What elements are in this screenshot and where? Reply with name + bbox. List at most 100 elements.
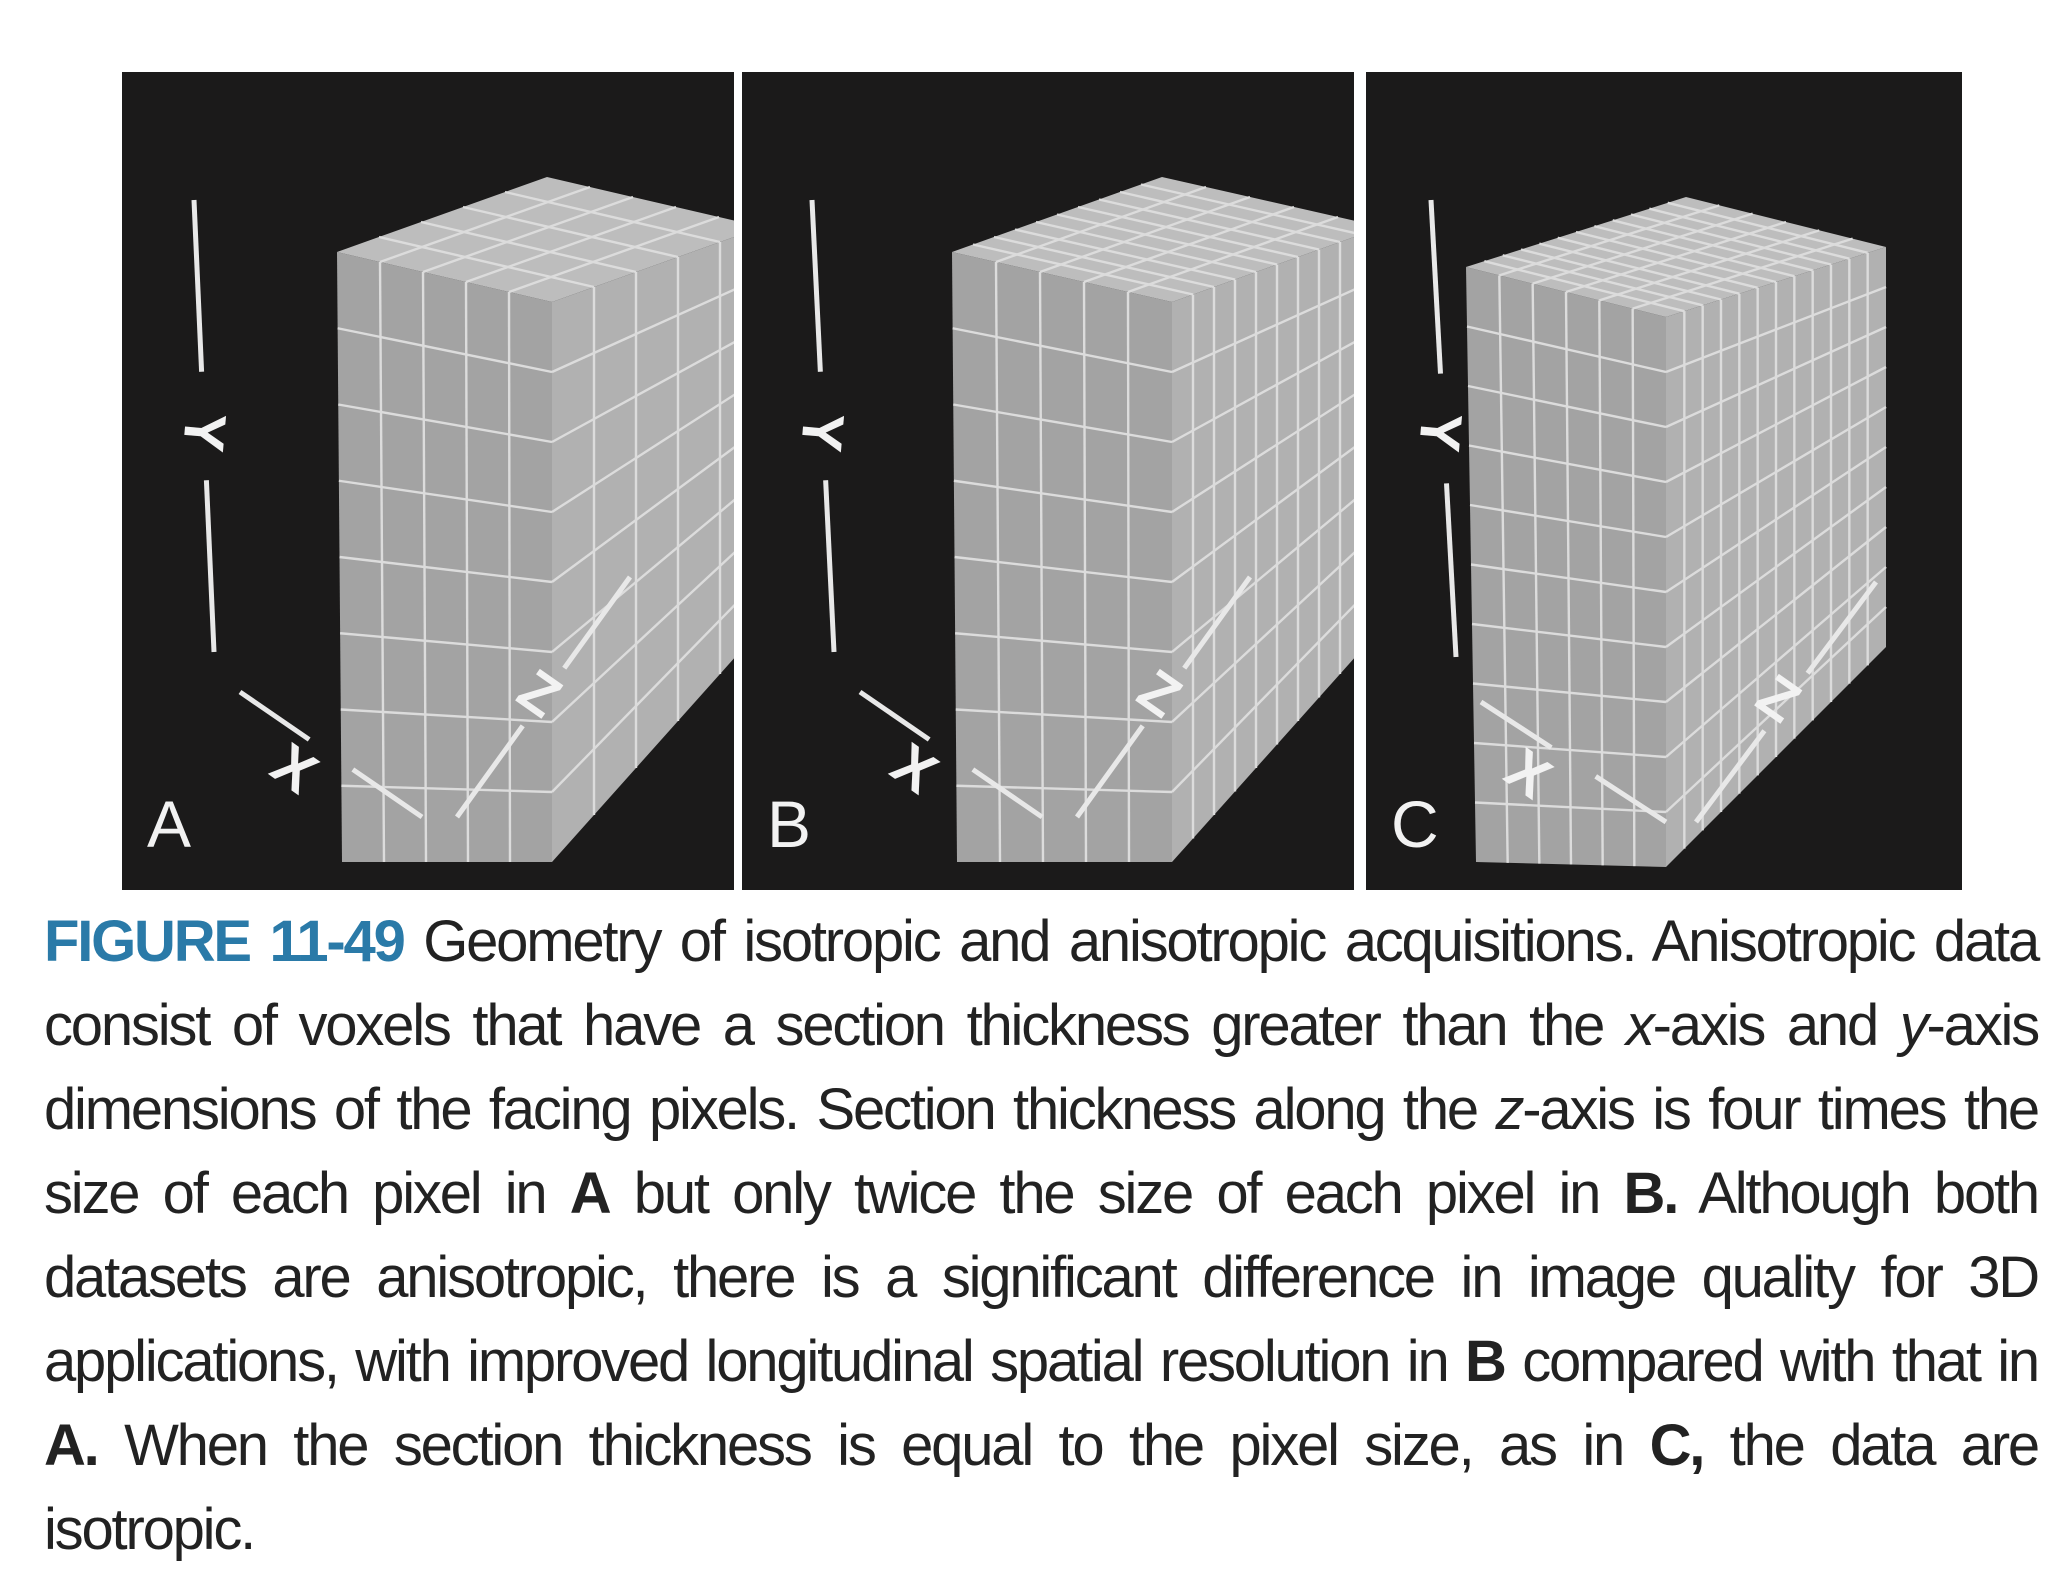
top-grid-line: [1539, 242, 1740, 295]
top-grid-line: [462, 205, 679, 259]
top-grid-line: [1575, 230, 1777, 284]
top-grid-line: [1484, 260, 1685, 313]
z-axis-line: [1074, 724, 1145, 819]
panel-letter: C: [1391, 787, 1439, 861]
z-axis-line: [1182, 575, 1253, 670]
front-grid-line: [955, 708, 1173, 724]
z-axis-line: [1805, 580, 1879, 675]
front-grid-line: [953, 479, 1173, 514]
top-grid-line: [1035, 220, 1257, 274]
voxel-block-c: [1466, 197, 1887, 867]
caption-z-axis: z: [1495, 1077, 1524, 1142]
y-axis-label: Y: [170, 410, 238, 454]
side-grid-line: [1171, 551, 1354, 723]
side-grid-line: [1665, 606, 1887, 813]
front-grid-line: [339, 555, 553, 584]
top-grid-line: [1520, 248, 1722, 301]
front-grid-line: [1474, 801, 1667, 814]
side-grid-line: [1171, 498, 1354, 653]
z-axis-line: [454, 724, 525, 819]
side-grid-line: [1171, 288, 1354, 374]
front-grid-line: [340, 708, 553, 724]
front-grid-line: [1468, 444, 1667, 484]
y-axis-line: [1444, 483, 1459, 658]
caption-ref-b: B.: [1623, 1161, 1680, 1226]
x-axis-line: [1479, 699, 1553, 750]
top-grid-line: [1077, 205, 1299, 259]
top-grid-line: [1667, 201, 1868, 254]
front-grid-line: [337, 327, 553, 374]
side-grid-line: [1171, 603, 1354, 793]
y-axis-line: [1428, 199, 1443, 374]
caption-ref-b: B: [1465, 1329, 1507, 1394]
front-grid-line: [954, 555, 1173, 584]
y-axis-line: [809, 199, 823, 372]
front-grid-line: [1471, 622, 1667, 649]
side-grid-line: [1665, 325, 1887, 429]
x-axis-line: [351, 767, 424, 820]
front-grid-line: [956, 784, 1173, 794]
top-grid-line: [1649, 207, 1850, 260]
voxel-block-b: [952, 177, 1354, 863]
front-grid-line: [953, 403, 1173, 444]
x-axis-label: X: [880, 731, 949, 807]
side-grid-line: [1665, 526, 1887, 703]
side-grid-line: [551, 446, 734, 583]
front-grid-line: [1466, 325, 1667, 374]
caption-y-axis: y: [1899, 993, 1929, 1058]
top-grid-line: [972, 243, 1194, 296]
top-grid-line: [1594, 225, 1795, 278]
caption-text: but only twice the size of each pixel in: [609, 1161, 1624, 1226]
side-grid-line: [1665, 365, 1887, 484]
side-grid-line: [1171, 340, 1354, 444]
top-grid-line: [1502, 254, 1703, 307]
y-axis-label: Y: [788, 410, 856, 454]
front-grid-line: [952, 327, 1173, 374]
caption-text: the data are isotropic.: [44, 1413, 2040, 1562]
caption-text: Although both datasets are anisotropic, …: [44, 1161, 2040, 1394]
top-grid-line: [1630, 213, 1832, 266]
caption-text: Geometry of isotropic and anisotropic ac…: [44, 909, 2040, 1058]
side-grid-line: [551, 340, 734, 444]
side-grid-line: [551, 288, 734, 374]
caption-ref-a: A.: [44, 1413, 100, 1478]
side-face: [1172, 237, 1354, 862]
voxel-block-a: [337, 177, 734, 863]
front-grid-line: [338, 479, 553, 514]
panel-letter: B: [767, 787, 811, 861]
side-grid-line: [551, 603, 734, 793]
top-grid-line: [508, 215, 720, 294]
front-face: [337, 252, 552, 862]
top-grid-line: [1119, 190, 1341, 244]
z-axis-line: [1693, 729, 1767, 824]
front-grid-line: [1470, 563, 1667, 594]
top-grid-line: [1140, 183, 1354, 235]
side-face: [552, 237, 734, 862]
top-grid-line: [1014, 228, 1236, 281]
top-grid-line: [1612, 219, 1813, 272]
z-axis-line: [562, 575, 633, 670]
top-grid-line: [993, 235, 1215, 289]
x-axis-line: [971, 767, 1044, 820]
front-grid-line: [338, 403, 553, 444]
side-grid-line: [1665, 285, 1887, 374]
caption-x-axis: x: [1625, 993, 1655, 1058]
side-grid-line: [551, 551, 734, 723]
front-grid-line: [1467, 384, 1667, 429]
side-grid-line: [1665, 486, 1887, 648]
y-axis-label: Y: [1406, 410, 1474, 454]
y-axis-line: [191, 199, 205, 372]
panel-letter: A: [147, 787, 191, 861]
side-grid-line: [1665, 566, 1887, 758]
front-face: [952, 252, 1172, 862]
caption-text: compared with that in: [1504, 1329, 2040, 1394]
front-grid-line: [955, 632, 1173, 654]
top-grid-line: [420, 220, 637, 274]
caption-ref-c: C,: [1649, 1413, 1706, 1478]
side-grid-line: [1665, 445, 1887, 594]
caption-text: -axis and: [1652, 993, 1900, 1058]
